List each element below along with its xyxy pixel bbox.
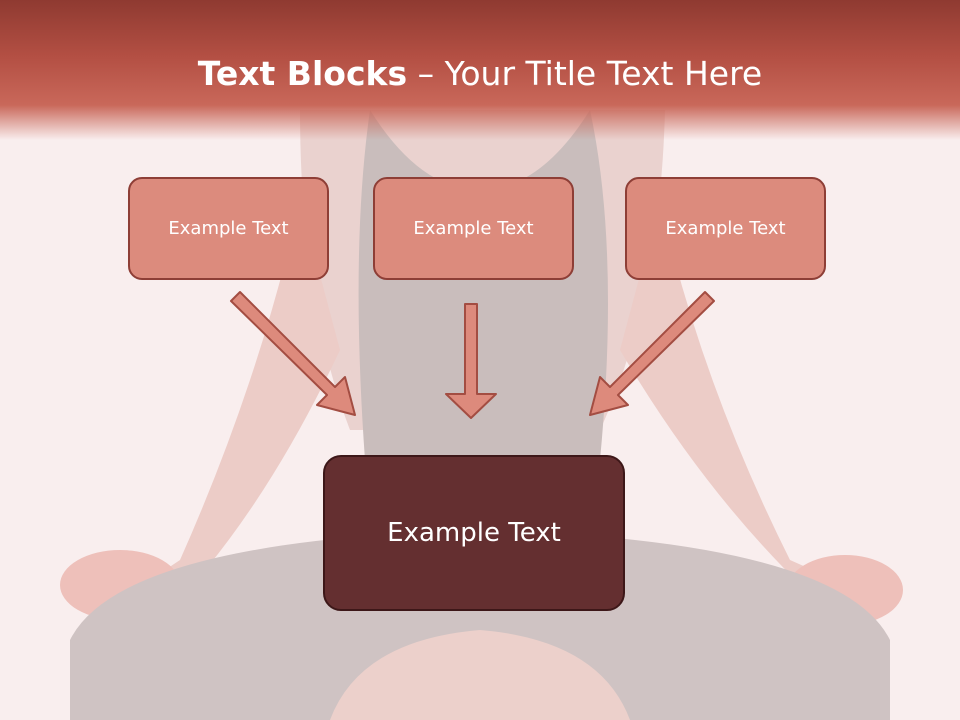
text-block-main[interactable]: Example Text bbox=[323, 455, 625, 611]
arrow-right-to-main bbox=[589, 291, 715, 416]
text-block-main-label: Example Text bbox=[387, 518, 561, 548]
text-block-left[interactable]: Example Text bbox=[128, 177, 329, 280]
title-rest: Your Title Text Here bbox=[444, 54, 763, 93]
arrow-left-to-main bbox=[230, 291, 356, 416]
text-block-center-label: Example Text bbox=[413, 218, 534, 239]
text-block-right-label: Example Text bbox=[665, 218, 786, 239]
title-bold: Text Blocks bbox=[197, 54, 408, 93]
arrow-center-to-main bbox=[445, 303, 497, 419]
title-bar bbox=[0, 0, 960, 140]
title-dash: – bbox=[407, 54, 445, 93]
text-block-left-label: Example Text bbox=[168, 218, 289, 239]
slide-title: Text Blocks – Your Title Text Here bbox=[0, 52, 960, 96]
text-block-center[interactable]: Example Text bbox=[373, 177, 574, 280]
text-block-right[interactable]: Example Text bbox=[625, 177, 826, 280]
